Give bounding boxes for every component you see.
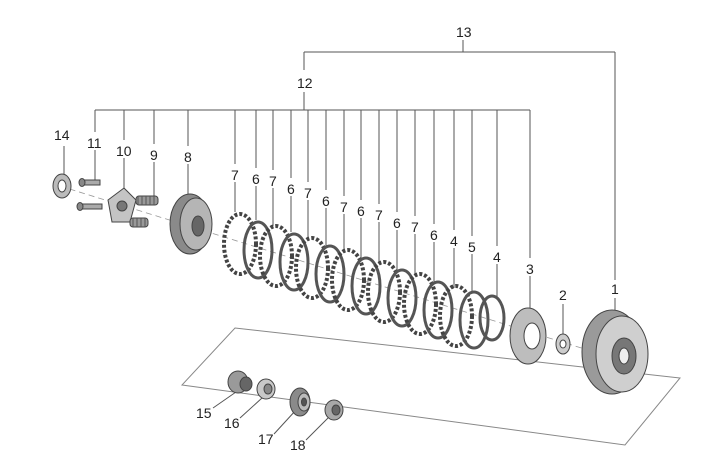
callout-7d: 7	[340, 199, 348, 215]
callout-6b: 6	[287, 181, 295, 197]
callout-6d: 6	[357, 203, 365, 219]
callout-16: 16	[224, 415, 240, 431]
callout-7e: 7	[375, 207, 383, 223]
bolts-11	[76, 178, 103, 211]
parts	[52, 173, 649, 421]
spacer-16	[256, 378, 276, 400]
clutch-housing-1	[581, 309, 649, 395]
callout-2: 2	[559, 287, 567, 303]
plate-stack	[222, 212, 506, 350]
callout-14: 14	[54, 127, 70, 143]
callout-6e: 6	[393, 215, 401, 231]
leader-lines	[63, 40, 616, 441]
callout-18: 18	[290, 437, 306, 453]
callout-17: 17	[258, 431, 274, 447]
callout-7a: 7	[231, 167, 239, 183]
callout-11: 11	[87, 135, 102, 151]
seal-ring-14	[52, 173, 72, 199]
bushing-15	[227, 370, 253, 394]
callout-7c: 7	[304, 185, 312, 201]
callout-7b: 7	[269, 173, 277, 189]
callout-13: 13	[456, 24, 472, 40]
callout-5: 5	[468, 239, 476, 255]
callout-15: 15	[196, 405, 212, 421]
washer-2	[555, 333, 571, 355]
lifter-plate-10	[107, 187, 137, 223]
callout-4a: 4	[450, 233, 458, 249]
callout-9: 9	[150, 147, 158, 163]
callout-numbers: 13 12 14 11 10 9 8 7 6 7 6 7 6 7 6 7 6 7…	[54, 24, 619, 453]
callout-6c: 6	[322, 193, 330, 209]
pressure-plate-3	[509, 307, 547, 365]
collar-18	[324, 399, 344, 421]
callout-10: 10	[116, 143, 132, 159]
springs-9	[129, 195, 159, 228]
callout-7f: 7	[411, 219, 419, 235]
callout-6a: 6	[252, 171, 260, 187]
clutch-hub-8	[169, 193, 213, 255]
gear-17	[289, 387, 311, 417]
axis-line	[59, 185, 621, 361]
callout-1: 1	[611, 281, 619, 297]
callout-6f: 6	[430, 227, 438, 243]
callout-3: 3	[526, 261, 534, 277]
callout-12: 12	[297, 75, 313, 91]
callout-4b: 4	[493, 249, 501, 265]
callout-8: 8	[184, 149, 192, 165]
